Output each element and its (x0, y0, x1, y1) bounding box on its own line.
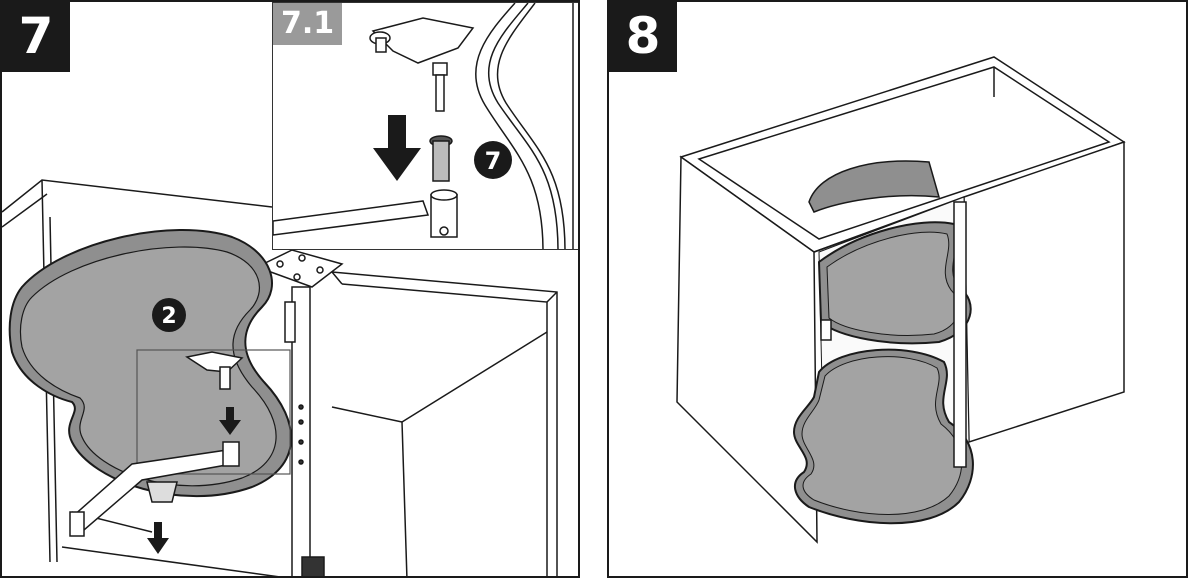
step-8-badge: 8 (609, 2, 677, 72)
inset-illustration: 7 (273, 3, 574, 249)
swing-arm (69, 441, 240, 537)
side-panel (475, 3, 574, 249)
cabinet (676, 56, 1126, 544)
down-arrow-icon (219, 407, 241, 435)
zoom-frame (136, 349, 291, 475)
step-8-illustration (676, 56, 1126, 544)
inset-badge: 7.1 (273, 3, 343, 45)
bushing (429, 135, 453, 182)
upper-shelf-back (808, 160, 941, 213)
step-7-badge: 7 (2, 2, 70, 72)
callout-shelf-part: 2 (152, 298, 186, 332)
lower-kidney-shelf (792, 348, 974, 525)
pivot-bracket (185, 351, 244, 390)
upper-kidney-shelf (817, 221, 972, 345)
callout-shelf-label: 2 (161, 304, 176, 329)
pole (820, 201, 967, 468)
mounting-plate (255, 249, 344, 288)
down-arrow-icon (373, 115, 421, 181)
step-7-panel: 2 7 (0, 0, 580, 578)
step-7-illustration: 2 (2, 179, 558, 576)
kidney-shelf (8, 229, 293, 498)
inset-pivot-bracket (369, 17, 475, 112)
callout-pivot-label: 7 (485, 147, 502, 175)
callout-pivot-part: 7 (474, 141, 512, 179)
down-arrow-icon (147, 522, 169, 554)
step-8-panel: 8 (607, 0, 1188, 578)
arm-socket (273, 189, 458, 238)
inset-detail-7-1: 7 7.1 (272, 2, 578, 250)
